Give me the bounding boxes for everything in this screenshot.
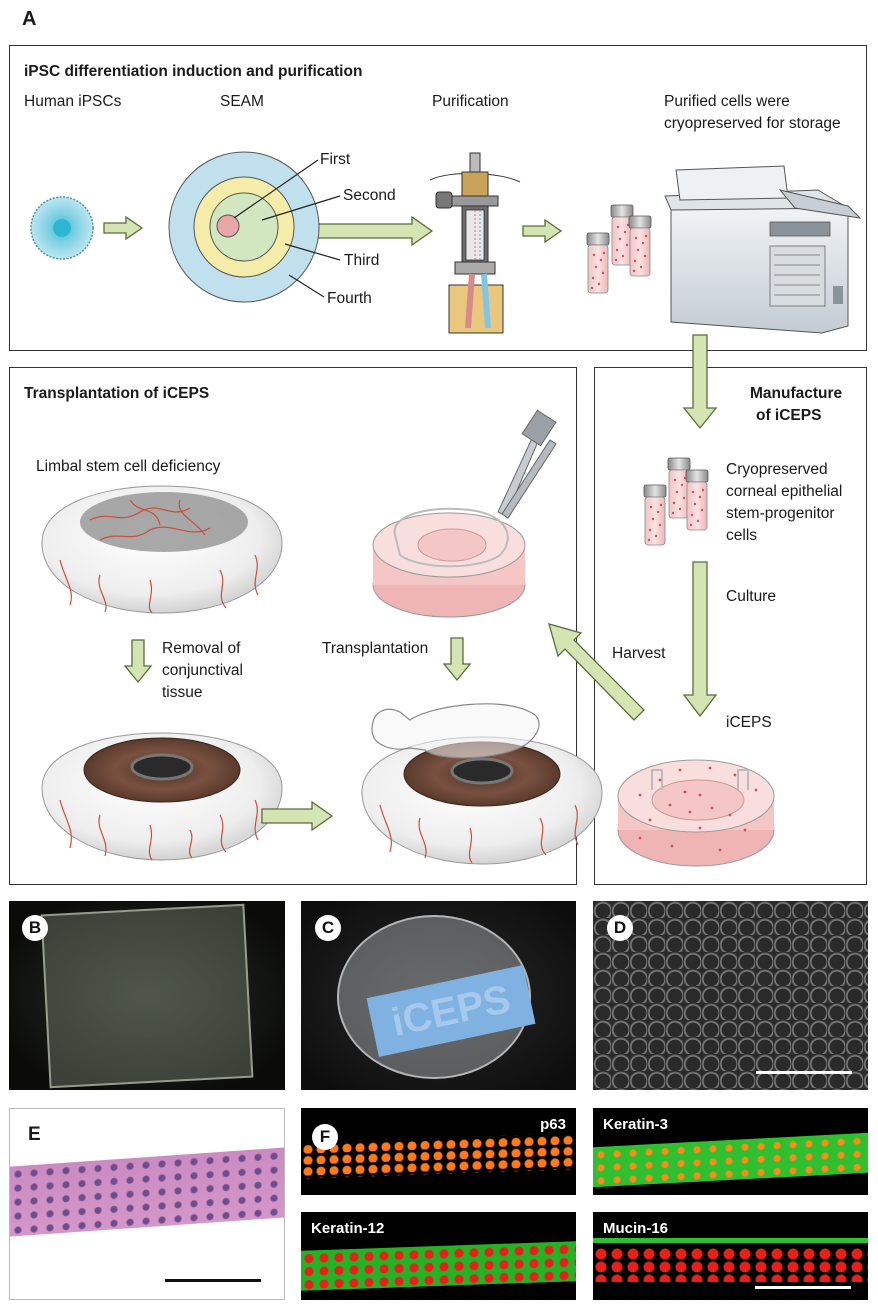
p63-cells xyxy=(301,1133,576,1179)
panel-e-photo xyxy=(9,1108,285,1300)
mucin16-cells xyxy=(593,1246,868,1282)
panel-b-photo xyxy=(9,901,285,1090)
arrow-removal xyxy=(124,639,152,683)
zone-first-label: First xyxy=(320,151,351,168)
lscd-eye-icon xyxy=(41,485,283,614)
arrow-transplantation xyxy=(443,637,471,681)
purification-label: Purification xyxy=(432,93,509,110)
culture-label: Culture xyxy=(726,588,776,605)
freezer-icon xyxy=(664,165,862,334)
cryo-cells-line1: Cryopreserved xyxy=(726,461,828,478)
seam-first-zone xyxy=(216,214,240,238)
p63-label: p63 xyxy=(540,1116,566,1133)
cryo-cells-line4: cells xyxy=(726,527,758,544)
seam-label: SEAM xyxy=(220,93,264,110)
zone-fourth-label: Fourth xyxy=(327,290,372,307)
panel-a-illustrations xyxy=(30,151,862,867)
keratin3-label: Keratin-3 xyxy=(603,1116,669,1133)
manufacture-title-line1: Manufacture xyxy=(750,385,843,402)
arrow-to-transplant xyxy=(261,800,334,832)
lscd-label: Limbal stem cell deficiency xyxy=(36,458,221,475)
keratin12-label: Keratin-12 xyxy=(311,1220,385,1237)
epithelium-layer xyxy=(10,1147,284,1237)
cryo-vial-icon-3 xyxy=(685,469,709,531)
leader-second xyxy=(261,195,341,221)
arrow-culture xyxy=(682,561,718,718)
panel-b-badge: B xyxy=(22,915,48,941)
leader-third xyxy=(284,243,341,261)
panel-f-p63: p63 xyxy=(301,1108,576,1195)
mucin16-surface xyxy=(593,1238,868,1243)
manufacture-title-line2: of iCEPS xyxy=(756,407,822,424)
removal-label-line1: Removal of xyxy=(162,640,241,657)
human-ipscs-label: Human iPSCs xyxy=(24,93,122,110)
transplanted-eye-icon xyxy=(361,703,603,865)
arrow-harvest xyxy=(548,623,645,721)
cryo-cells-line3: stem-progenitor xyxy=(726,505,835,522)
panel-c-photo: iCEPS xyxy=(301,901,576,1090)
iceps-dish-icon xyxy=(372,507,526,618)
vial-icon-3 xyxy=(628,215,652,277)
panel-c-badge: C xyxy=(315,915,341,941)
arrow-freezer-to-manufacture xyxy=(682,334,718,430)
panel-e-letter: E xyxy=(28,1124,41,1145)
arrow-purification-to-vials xyxy=(522,219,562,243)
panel-d-scale-bar xyxy=(756,1071,852,1074)
eye-after-removal-icon xyxy=(41,732,283,861)
cryo-vial-icon-1 xyxy=(643,484,667,546)
forceps-icon xyxy=(497,409,557,519)
keratin3-layer xyxy=(593,1132,868,1188)
cell-sorter-icon xyxy=(429,152,521,334)
panel-d-badge: D xyxy=(607,915,633,941)
panel-f-keratin3: Keratin-3 xyxy=(593,1108,868,1195)
panel-a-letter: A xyxy=(22,8,37,30)
sheet-shape xyxy=(40,903,254,1089)
zone-third-label: Third xyxy=(344,252,380,269)
harvest-label: Harvest xyxy=(612,645,666,662)
cryo-label-line1: Purified cells were xyxy=(664,93,790,110)
differentiation-title: iPSC differentiation induction and purif… xyxy=(24,63,363,80)
cryo-cells-line2: corneal epithelial xyxy=(726,483,843,500)
leader-fourth xyxy=(288,274,325,298)
seam-second-zone xyxy=(209,192,279,262)
panel-e-scale-bar xyxy=(165,1279,261,1282)
ipsc-center-icon xyxy=(53,219,71,237)
iceps-culture-dish-icon xyxy=(617,759,775,867)
arrow-ipsc-to-seam xyxy=(103,216,143,240)
panel-f-mucin16: Mucin-16 xyxy=(593,1212,868,1300)
removal-label-line2: conjunctival xyxy=(162,662,243,679)
transplantation-step-label: Transplantation xyxy=(322,640,429,657)
panel-f-badge: F xyxy=(312,1124,338,1150)
panel-f-scale-bar xyxy=(755,1286,851,1289)
leader-first xyxy=(233,159,319,219)
iceps-label: iCEPS xyxy=(726,714,772,731)
zone-second-label: Second xyxy=(343,187,396,204)
transplantation-title: Transplantation of iCEPS xyxy=(24,385,210,402)
panel-f-keratin12: Keratin-12 xyxy=(301,1212,576,1300)
vial-icon-1 xyxy=(586,232,610,294)
panel-d-photo xyxy=(593,901,868,1090)
cryo-label-line2: cryopreserved for storage xyxy=(664,115,841,132)
removal-label-line3: tissue xyxy=(162,684,203,701)
mucin16-label: Mucin-16 xyxy=(603,1220,669,1237)
keratin12-layer xyxy=(301,1241,576,1291)
